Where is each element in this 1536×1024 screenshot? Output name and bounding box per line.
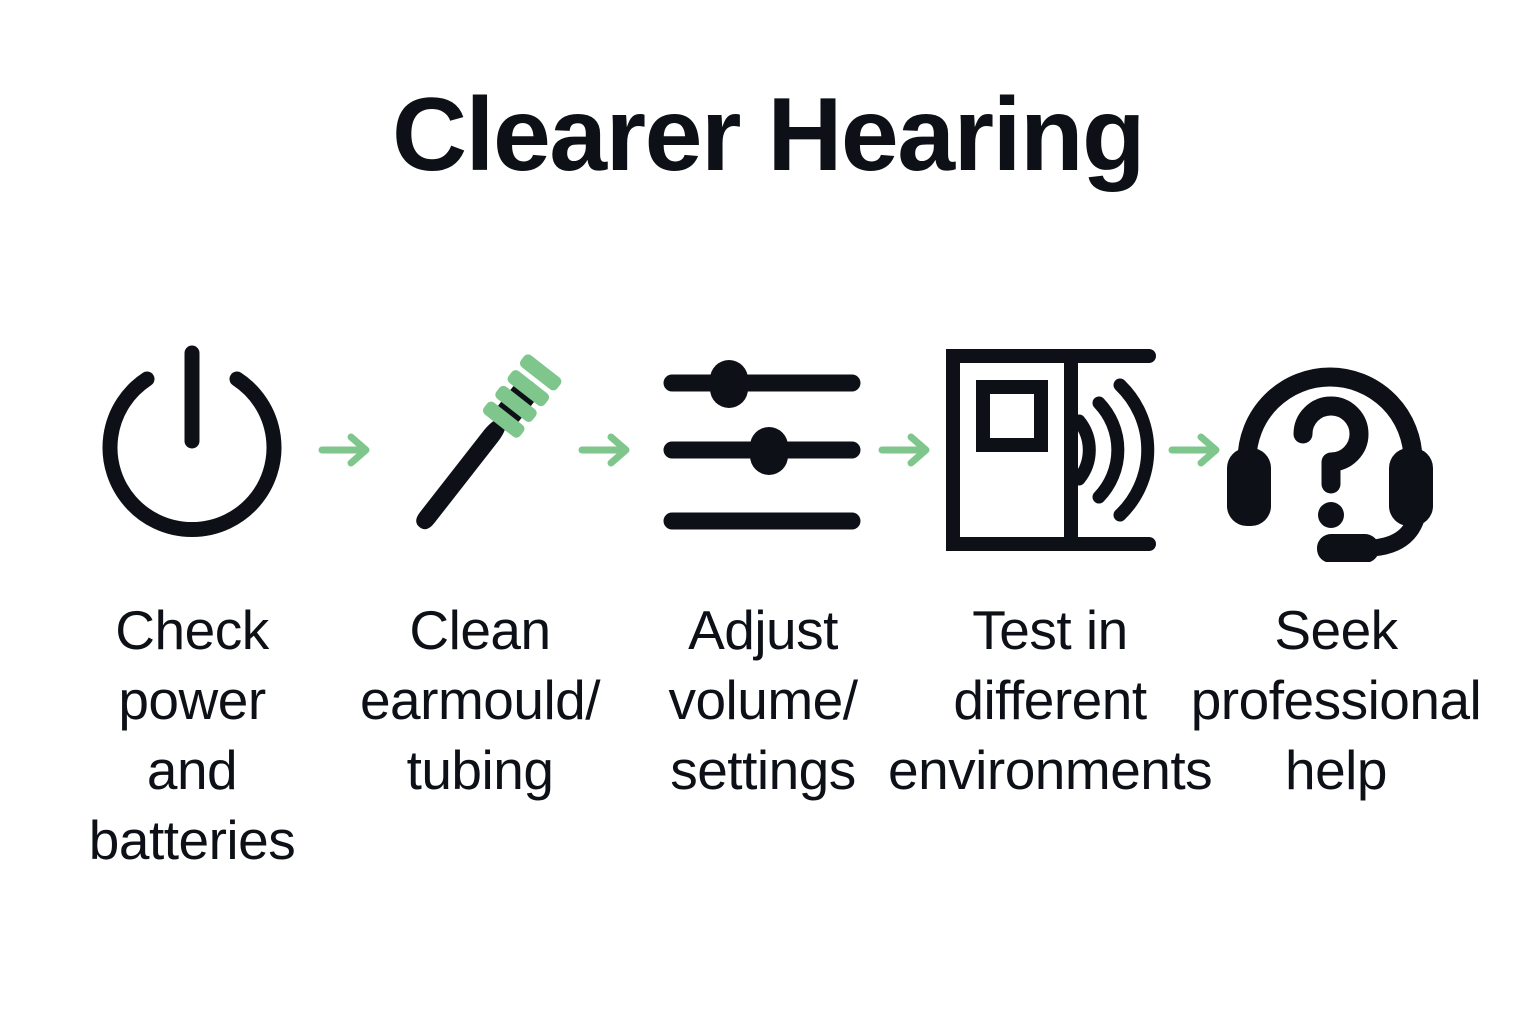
headset-question-icon	[1215, 330, 1445, 570]
step-2-clean-earmould	[365, 330, 595, 570]
sliders-icon	[647, 330, 877, 570]
step-flow-row	[0, 330, 1536, 590]
speaker-sound-waves-icon	[935, 330, 1165, 570]
arrow-right-icon	[578, 426, 636, 474]
arrow-right-icon	[878, 426, 936, 474]
arrow-right-icon	[1168, 426, 1226, 474]
power-icon	[77, 330, 307, 570]
step-3-caption: Adjust volume/ settings	[668, 599, 858, 801]
step-3-adjust-settings	[647, 330, 877, 570]
step-1-check-power	[77, 330, 307, 570]
step-5-seek-help	[1215, 330, 1445, 570]
page-title: Clearer Hearing	[391, 77, 1146, 193]
step-2-caption: Clean earmould/ tubing	[359, 599, 601, 801]
cleaning-brush-icon	[365, 330, 595, 570]
arrow-right-icon	[318, 426, 376, 474]
step-5-caption: Seek professional help	[1190, 599, 1482, 801]
step-4-caption: Test in different environments	[888, 599, 1213, 801]
step-1-caption: Check power and batteries	[88, 599, 296, 871]
step-4-test-environments	[935, 330, 1165, 570]
caption-row: Check power and batteries Clean earmould…	[0, 595, 1536, 925]
